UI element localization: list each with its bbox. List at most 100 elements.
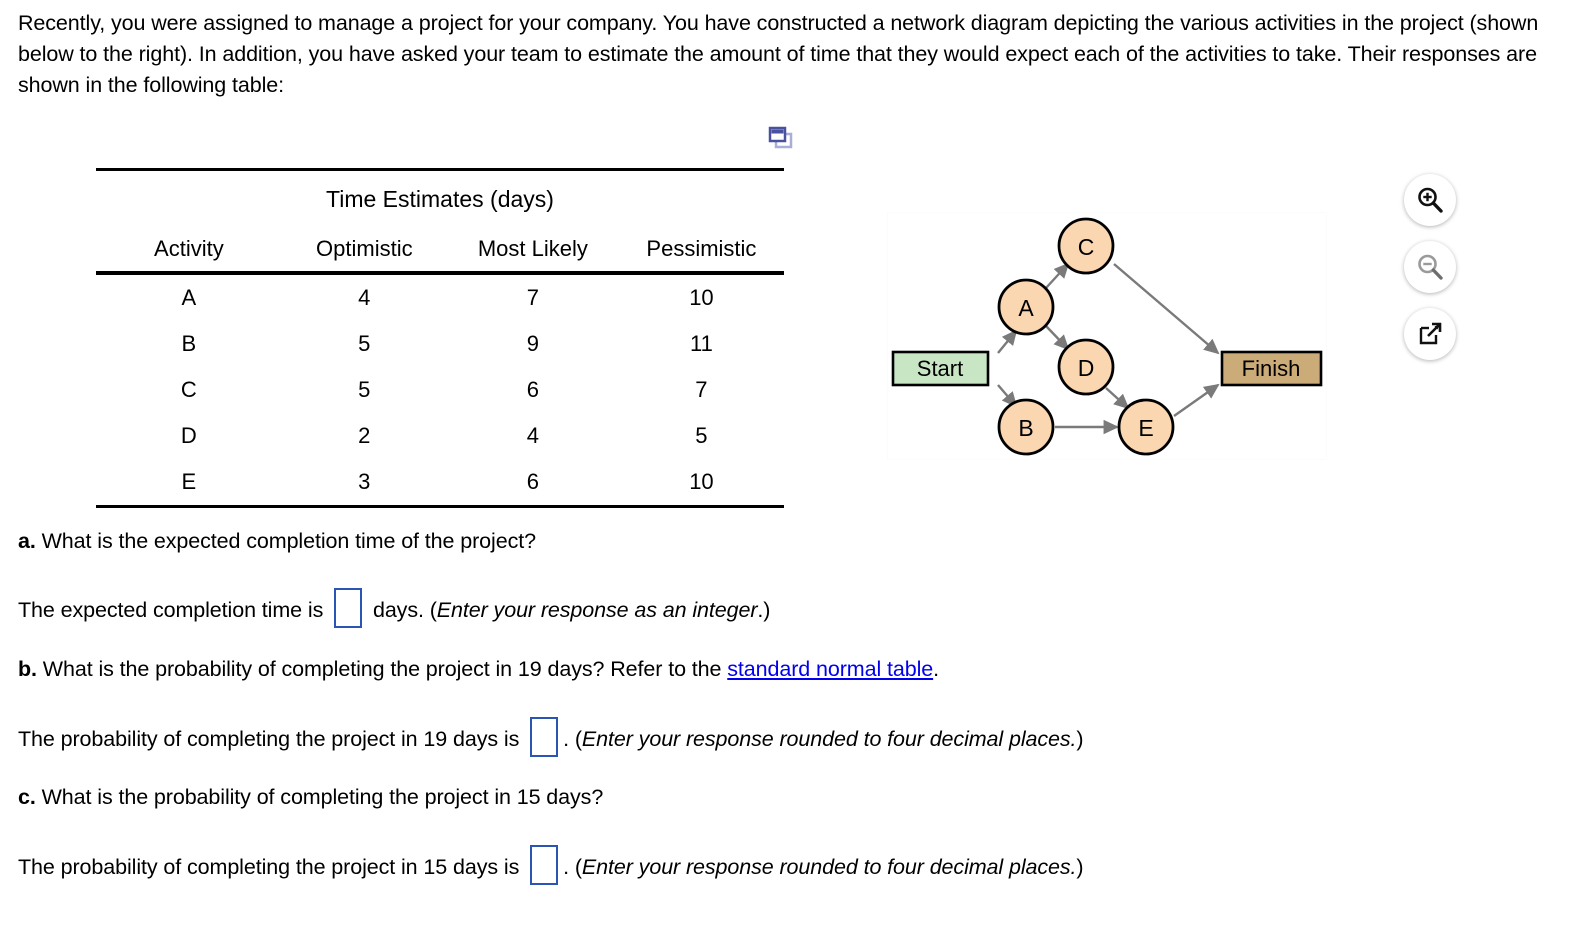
start-label: Start [917,356,963,381]
table-row: E 3 6 10 [96,459,784,505]
table-row: A 4 7 10 [96,275,784,321]
question-a-answer-italic: Enter your response as an integer [436,598,758,622]
node-label-e: E [1138,415,1153,441]
question-b-input[interactable] [530,717,559,757]
edge-c-to-finish [1113,263,1220,355]
question-c-answer-italic: Enter your response rounded to four deci… [581,855,1077,879]
zoom-out-icon [1418,254,1443,280]
question-b-answer-prefix: The probability of completing the projec… [18,727,520,751]
edge-a-to-c [1045,262,1070,289]
cell-pessimistic: 7 [695,377,708,402]
diagram-node-a: A [997,278,1055,336]
node-label-b: B [1018,415,1033,441]
cell-most-likely: 6 [526,377,539,402]
question-b-text-end: . [933,657,939,681]
question-c-answer-mid: . ( [563,855,582,879]
table-header-row: Activity Optimistic Most Likely Pessimis… [96,227,784,271]
question-b-answer-tail: ) [1076,727,1084,751]
cell-optimistic: 3 [358,469,371,494]
question-b-text: What is the probability of completing th… [42,657,722,681]
table-row: B 5 9 11 [96,321,784,367]
column-header-pessimistic: Pessimistic [646,236,757,261]
node-circle-c [1057,217,1115,275]
node-circle-b [997,398,1055,456]
question-a-label: a. [18,529,36,553]
node-circle-e [1117,398,1175,456]
table-body-grid: A 4 7 10 B 5 9 11 C 5 6 7 D 2 4 5 E 3 6 … [96,275,784,505]
diagram-node-start: Start [891,350,990,387]
table-row: D 2 4 5 [96,413,784,459]
question-a-input[interactable] [334,588,363,628]
diagram-node-b: B [997,398,1055,456]
copy-windows-icon-svg [768,126,793,149]
question-a-answer-tail: .) [757,598,771,622]
network-diagram: Start Finish C A D B E [887,212,1327,460]
start-box [891,350,990,387]
cell-most-likely: 6 [526,469,539,494]
zoom-in-icon [1418,187,1443,213]
question-c-prompt: c. What is the probability of completing… [18,782,603,812]
question-c-answer-tail: ) [1076,855,1084,879]
question-b-answer-mid: . ( [563,727,582,751]
cell-activity: E [181,469,197,494]
edge-d-to-e [1105,387,1130,410]
cell-pessimistic: 11 [690,331,713,356]
question-b-label: b. [18,657,37,681]
diagram-node-c: C [1057,217,1115,275]
diagram-node-finish: Finish [1220,350,1323,387]
table-rule-header [96,271,784,275]
column-header-activity: Activity [154,236,224,261]
network-diagram-svg: Start Finish C A D B E [891,217,1323,456]
cell-activity: D [180,423,197,448]
open-in-new-window-icon [1419,322,1442,345]
diagram-node-e: E [1117,398,1175,456]
question-b-answer-italic: Enter your response rounded to four deci… [581,727,1077,751]
finish-label: Finish [1242,356,1301,381]
edge-e-to-finish [1173,383,1220,417]
cell-activity: C [180,377,197,402]
cell-optimistic: 4 [358,285,371,310]
column-header-most-likely: Most Likely [477,236,588,261]
copy-windows-icon[interactable] [766,126,796,152]
table-rule-bottom [96,505,784,508]
question-a-text: What is the expected completion time of … [41,529,536,553]
table-supertitle: Time Estimates (days) [326,185,554,212]
standard-normal-table-link[interactable]: standard normal table [727,657,934,681]
cell-activity: A [181,285,197,310]
question-a-prompt: a. What is the expected completion time … [18,526,536,556]
question-c-text: What is the probability of completing th… [41,785,604,809]
cell-pessimistic: 10 [689,469,714,494]
cell-most-likely: 4 [526,423,539,448]
zoom-in-button[interactable] [1404,174,1456,226]
zoom-out-button[interactable] [1404,241,1456,293]
node-label-a: A [1018,295,1034,321]
intro-paragraph: Recently, you were assigned to manage a … [18,11,1539,97]
table-rule-top [96,168,784,171]
question-c-label: c. [18,785,36,809]
question-a-answer-prefix: The expected completion time is [18,598,324,622]
question-b-answer-line: The probability of completing the projec… [18,717,1084,757]
table-supertitle-row: Time Estimates (days) [96,171,784,227]
question-b-prompt: b. What is the probability of completing… [18,654,939,684]
cell-optimistic: 5 [358,377,371,402]
question-c-input[interactable] [530,845,559,885]
node-circle-a [997,278,1055,336]
table-row: C 5 6 7 [96,367,784,413]
node-circle-d [1057,338,1115,396]
question-a-answer-line: The expected completion time is days. (E… [18,588,770,628]
cell-pessimistic: 10 [689,285,714,310]
node-label-d: D [1078,355,1095,381]
cell-activity: B [181,331,197,356]
cell-most-likely: 7 [526,285,539,310]
open-in-new-window-button[interactable] [1404,308,1456,360]
column-header-optimistic: Optimistic [316,236,413,261]
question-c-answer-prefix: The probability of completing the projec… [18,855,520,879]
cell-pessimistic: 5 [695,423,708,448]
finish-box [1220,350,1323,387]
edge-start-to-a [997,329,1018,354]
cell-optimistic: 5 [358,331,371,356]
cell-optimistic: 2 [358,423,371,448]
edge-a-to-d [1045,325,1070,351]
node-label-c: C [1078,234,1095,260]
question-a-answer-suffix: days. ( [372,598,437,622]
